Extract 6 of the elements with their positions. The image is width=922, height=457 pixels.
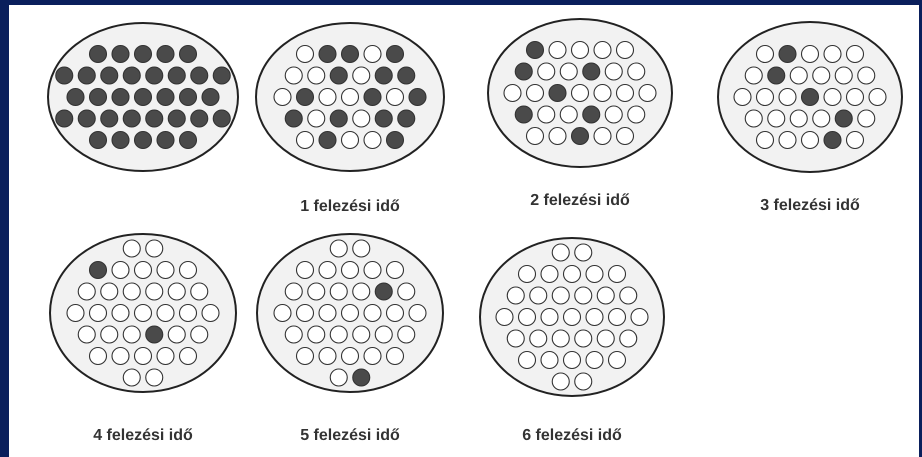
half-life-caption: 1 felezési idő [300, 198, 400, 216]
half-life-caption: 3 felezési idő [760, 197, 860, 215]
half-life-caption: 5 felezési idő [300, 427, 400, 445]
half-life-caption: 4 felezési idő [93, 427, 193, 445]
half-life-caption: 6 felezési idő [522, 427, 622, 445]
half-life-caption: 2 felezési idő [530, 192, 630, 210]
